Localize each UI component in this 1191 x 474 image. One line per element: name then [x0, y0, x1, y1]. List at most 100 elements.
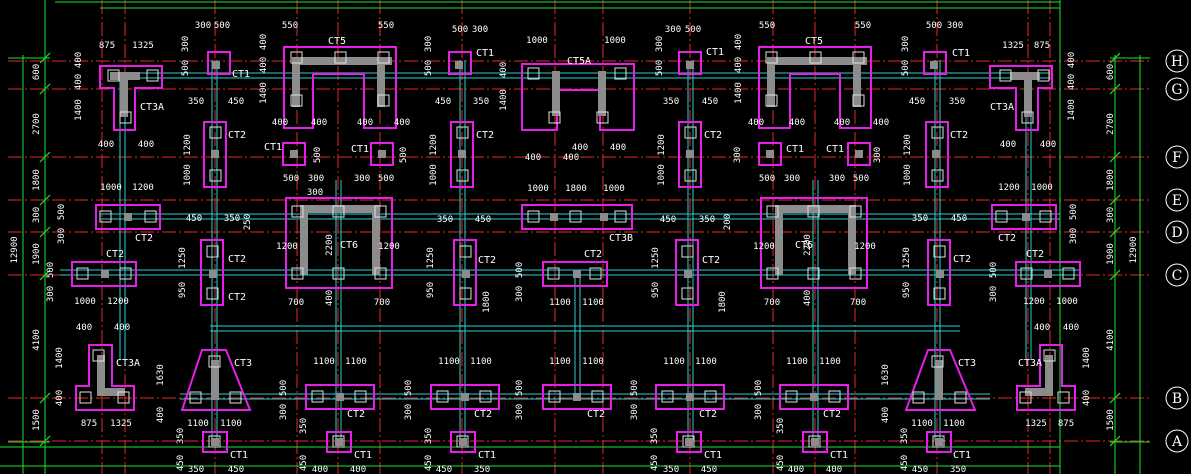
left-dim-300: 300: [32, 207, 42, 223]
left-dim-1500: 1500: [32, 409, 42, 431]
vdim-450: 450: [900, 455, 910, 471]
axis-letter-h: H: [1171, 54, 1183, 70]
axis-bubble-letters: H G F E D C B A: [1171, 54, 1183, 450]
dim-550: 550: [282, 21, 298, 31]
vdim-450: 450: [176, 455, 186, 471]
vdim-950: 950: [178, 282, 188, 298]
cap-label-ct1: CT1: [351, 144, 369, 155]
axis-letter-e: E: [1172, 193, 1182, 209]
dim-400: 400: [312, 465, 328, 474]
dim-400: 400: [748, 118, 764, 128]
axis-letter-a: A: [1171, 434, 1183, 450]
axis-bubble-f: [1165, 145, 1189, 169]
vdim-400: 400: [1067, 74, 1077, 90]
vdim-1250: 1250: [651, 247, 661, 269]
vdim-1400: 1400: [55, 347, 65, 369]
vdim-500: 500: [515, 380, 525, 396]
vdim-1250: 1250: [426, 247, 436, 269]
vdim-1200: 1200: [657, 134, 667, 156]
dim-350: 350: [663, 465, 679, 474]
dimension-lines: [0, 0, 1150, 474]
dim-300: 300: [195, 21, 211, 31]
cap-label-ct2: CT2: [228, 254, 246, 265]
vdim-300: 300: [754, 404, 764, 420]
vdim-1000: 1000: [429, 164, 439, 186]
dim-400: 400: [788, 465, 804, 474]
axis-letter-d: D: [1171, 225, 1182, 241]
axis-bubbles: [1165, 49, 1189, 453]
dim-350: 350: [188, 465, 204, 474]
dim-400: 400: [525, 153, 541, 163]
dim-400: 400: [1063, 323, 1079, 333]
cap-label-ct1: CT1: [952, 48, 970, 59]
axis-letter-f: F: [1172, 150, 1182, 166]
axis-bubble-d: [1165, 220, 1189, 244]
axis-bubble-h: [1165, 49, 1189, 73]
vdim-500: 500: [515, 262, 525, 278]
dim-400: 400: [826, 465, 842, 474]
vdim-500: 500: [1069, 204, 1079, 220]
cap-label-ct3a: CT3A: [116, 358, 140, 369]
vdim-400: 400: [259, 57, 269, 73]
cap-label-ct2: CT2: [704, 130, 722, 141]
left-dim-600: 600: [32, 64, 42, 80]
cap-label-ct2: CT2: [228, 130, 246, 141]
dim-1325: 1325: [110, 419, 132, 429]
cap-label-ct1: CT1: [478, 450, 496, 461]
dim-300: 300: [947, 21, 963, 31]
dim-1325: 1325: [1002, 41, 1024, 51]
cap-label-ct1: CT1: [826, 144, 844, 155]
dim-1000: 1000: [1031, 183, 1053, 193]
cap-label-ct2: CT2: [347, 409, 365, 420]
dim-1100: 1100: [549, 298, 571, 308]
cap-label-ct1: CT1: [830, 450, 848, 461]
cap-label-ct3a: CT3A: [1018, 358, 1042, 369]
dim-400: 400: [1034, 323, 1050, 333]
dim-350: 350: [224, 214, 240, 224]
vdim-350: 350: [299, 418, 309, 434]
dim-400: 400: [610, 143, 626, 153]
dim-400: 400: [357, 118, 373, 128]
dim-1000: 1000: [603, 184, 625, 194]
dim-400: 400: [350, 465, 366, 474]
dim-350: 350: [950, 465, 966, 474]
vdim-300: 300: [873, 147, 883, 163]
vdim-1200: 1200: [429, 134, 439, 156]
vdim-1000: 1000: [903, 164, 913, 186]
right-total-height: 12900: [1129, 236, 1139, 263]
dim-450: 450: [228, 97, 244, 107]
dim-1000: 1000: [527, 184, 549, 194]
vdim-1400: 1400: [1067, 99, 1077, 121]
axis-letter-g: G: [1171, 82, 1182, 98]
dim-1100: 1100: [663, 357, 685, 367]
dim-350: 350: [474, 465, 490, 474]
dim-875: 875: [81, 419, 97, 429]
cap-label-ct2: CT2: [478, 255, 496, 266]
dim-450: 450: [912, 465, 928, 474]
vdim-350: 350: [900, 428, 910, 444]
vdim-500: 500: [181, 60, 191, 76]
vdim-500: 500: [901, 60, 911, 76]
vdim-500: 500: [655, 60, 665, 76]
dim-1200: 1200: [998, 183, 1020, 193]
dim-1100: 1100: [313, 357, 335, 367]
right-dim-600: 600: [1106, 64, 1116, 80]
vdim-500: 500: [57, 204, 67, 220]
dim-700: 700: [850, 298, 866, 308]
dim-300: 300: [307, 188, 323, 198]
cap-label-ct1: CT1: [953, 450, 971, 461]
dim-400: 400: [873, 118, 889, 128]
vdim-300: 300: [57, 228, 67, 244]
dim-400: 400: [1040, 140, 1056, 150]
vdim-2200: 2200: [325, 234, 335, 256]
vdim-400: 400: [499, 62, 509, 78]
dim-350: 350: [437, 215, 453, 225]
vdim-300: 300: [404, 404, 414, 420]
right-dim-1900: 1900: [1106, 243, 1116, 265]
right-dim-4100: 4100: [1106, 329, 1116, 351]
cap-label-ct2: CT2: [476, 130, 494, 141]
vdim-300: 300: [279, 404, 289, 420]
cap-label-ct2: CT2: [474, 409, 492, 420]
dim-1000: 1000: [526, 36, 548, 46]
